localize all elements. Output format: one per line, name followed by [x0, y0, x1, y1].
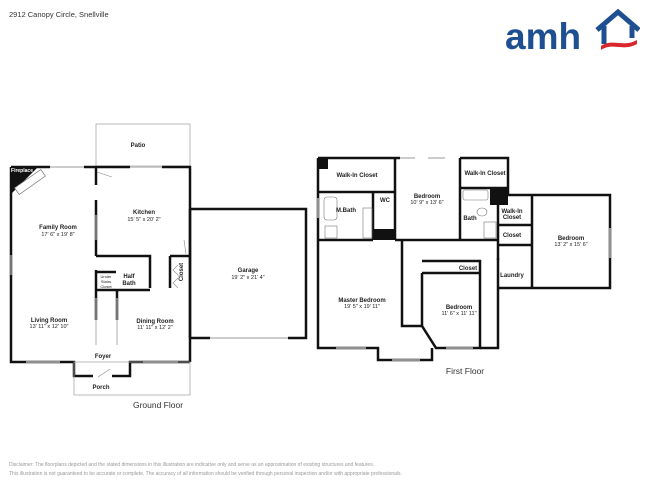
room-bedroom-2: Bedroom: [414, 194, 440, 200]
disclaimer-line-1: Disclaimer: The floorplans depicted and …: [9, 462, 375, 468]
room-fireplace: Fireplace: [11, 168, 33, 174]
dims-living-room: 13' 11" x 12' 10": [30, 324, 69, 330]
room-closet-bed4: Closet: [459, 266, 477, 272]
dims-bedroom-2: 10' 9" x 13' 6": [410, 200, 443, 206]
dims-master-bedroom: 19' 5" x 19' 11": [344, 304, 380, 310]
room-half-bath-1: Half: [123, 274, 135, 280]
first-floor-title: First Floor: [446, 366, 484, 376]
room-m-bath: M.Bath: [336, 208, 356, 214]
disclaimer-line-2: This illustration is not guaranteed to b…: [9, 471, 402, 477]
room-family-room: Family Room: [39, 225, 77, 231]
dims-bedroom-3: 13' 2" x 15' 6": [554, 242, 587, 248]
room-bath: Bath: [463, 216, 477, 222]
room-bedroom-3: Bedroom: [558, 236, 584, 242]
room-under-stairs-1: Under: [101, 274, 113, 279]
dims-bedroom-4: 11' 6" x 11' 11": [441, 311, 476, 317]
room-half-bath-2: Bath: [122, 281, 136, 287]
dims-dining-room: 11' 11" x 12' 2": [137, 325, 173, 331]
room-dining-room: Dining Room: [136, 319, 173, 325]
disclaimer: Disclaimer: The floorplans depicted and …: [9, 461, 402, 479]
room-master-bedroom: Master Bedroom: [338, 298, 385, 304]
dims-family-room: 17' 6" x 19' 8": [41, 232, 74, 238]
house-icon: [595, 8, 640, 50]
dims-kitchen: 15' 5" x 20' 2": [127, 217, 160, 223]
room-porch: Porch: [92, 385, 109, 391]
room-walk-in-closet-2: Walk-In Closet: [464, 171, 505, 177]
logo-text: amh: [505, 16, 581, 53]
room-closet-hall: Closet: [503, 233, 521, 239]
room-garage: Garage: [238, 268, 259, 274]
room-under-stairs-3: Closet: [100, 284, 112, 289]
room-under-stairs-2: Stairs: [101, 279, 111, 284]
amh-logo: amh: [505, 8, 640, 53]
room-living-room: Living Room: [31, 318, 67, 324]
vanity-icon: [362, 207, 373, 239]
ground-floor-title: Ground Floor: [133, 400, 183, 410]
bath-tub-icon: [462, 189, 489, 201]
room-kitchen: Kitchen: [133, 210, 155, 216]
room-foyer: Foyer: [95, 354, 112, 360]
property-address: 2912 Canopy Circle, Snellville: [9, 10, 109, 19]
room-bedroom-4: Bedroom: [446, 305, 472, 311]
room-walk-in-closet-3b: Closet: [503, 215, 521, 221]
room-walk-in-closet-3a: Walk-In: [501, 209, 522, 215]
ground-floor-plan: [9, 123, 308, 396]
tub-icon: [323, 196, 338, 221]
first-floor-plan: [316, 156, 612, 362]
room-closet: Closet: [179, 263, 185, 281]
toilet-icon: [476, 207, 488, 217]
room-laundry: Laundry: [500, 273, 524, 279]
room-wc: WC: [380, 198, 391, 204]
sink-icon: [483, 221, 497, 239]
room-patio: Patio: [131, 143, 146, 149]
room-walk-in-closet-master: Walk-In Closet: [336, 173, 377, 179]
shower-icon: [324, 225, 338, 239]
dims-garage: 19' 2" x 21' 4": [231, 275, 264, 281]
